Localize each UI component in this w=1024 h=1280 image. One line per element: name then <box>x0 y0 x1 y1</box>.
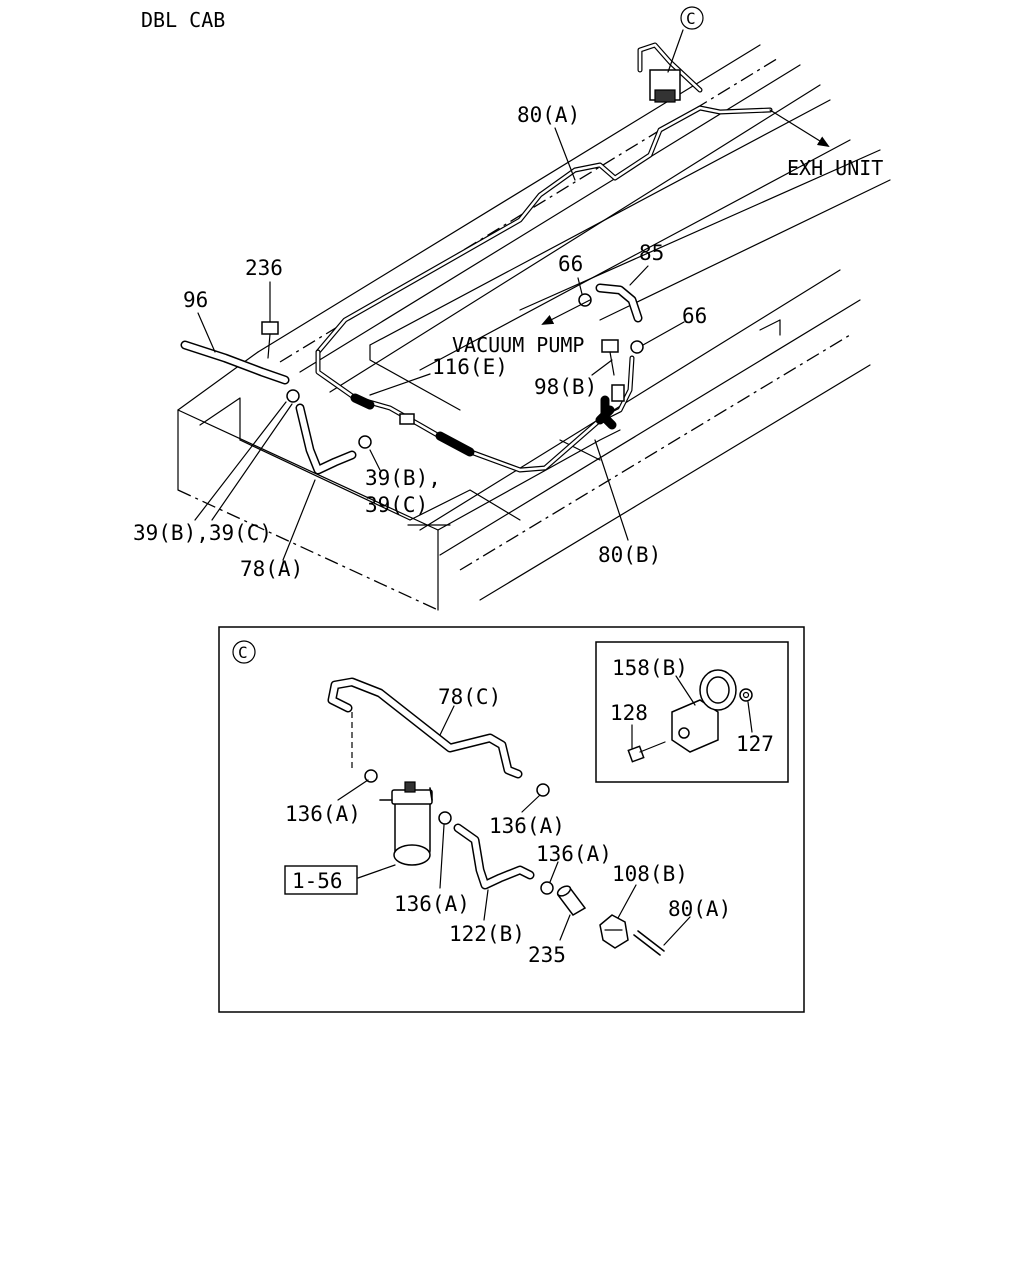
label-vacuum-pump: VACUUM PUMP <box>452 333 584 357</box>
label-80a-top: 80(A) <box>517 103 580 127</box>
label-39bc-mid-1: 39(B), <box>365 466 441 490</box>
sleeve-235 <box>556 885 587 916</box>
label-108b: 108(B) <box>612 862 688 886</box>
diagram-title: DBL CAB <box>141 8 225 32</box>
pipe-80a <box>315 105 773 355</box>
hose-96 <box>180 340 290 385</box>
clamp-136a-1 <box>364 769 378 783</box>
nut-127 <box>739 688 753 702</box>
circled-c-marker-detail: C <box>232 640 256 664</box>
exh-unit-arrow <box>769 109 830 148</box>
detail-c-letter: C <box>238 643 248 662</box>
clip-39bc-mid <box>358 435 372 449</box>
label-98b: 98(B) <box>534 375 597 399</box>
label-66-left: 66 <box>558 252 583 276</box>
clamp-66-right <box>630 340 644 354</box>
label-158b: 158(B) <box>612 656 688 680</box>
clamp-136a-2 <box>536 783 550 797</box>
label-136a-4: 136(A) <box>394 892 470 916</box>
label-127: 127 <box>736 732 774 756</box>
label-136a-3: 136(A) <box>536 842 612 866</box>
hose-122b <box>453 823 535 890</box>
inset-bracket-box <box>595 641 789 783</box>
bracket-158b <box>671 669 737 753</box>
clip-108b <box>599 914 629 949</box>
label-85: 85 <box>639 241 664 265</box>
label-80b: 80(B) <box>598 543 661 567</box>
clamp-66-left <box>578 293 592 307</box>
bolt-128 <box>627 741 666 763</box>
label-96: 96 <box>183 288 208 312</box>
clamp-136a-4 <box>540 881 554 895</box>
label-78c: 78(C) <box>438 685 501 709</box>
leader-lines-top <box>194 29 685 561</box>
leader-lines-detail <box>337 705 691 946</box>
connector-98b <box>600 384 625 430</box>
label-235: 235 <box>528 943 566 967</box>
label-128: 128 <box>610 701 648 725</box>
label-exh-unit: EXH UNIT <box>787 156 883 180</box>
leader-127 <box>747 701 753 733</box>
box-1-56 <box>284 865 358 895</box>
vacuum-pump-arrow <box>541 299 591 325</box>
clamp-136a-3 <box>438 811 452 825</box>
hose-78a <box>295 403 357 475</box>
canister-1-56 <box>379 781 433 866</box>
label-116e: 116(E) <box>432 355 508 379</box>
bolt-236 <box>261 321 279 359</box>
label-39bc-mid-2: 39(C) <box>365 493 428 517</box>
chassis-frame <box>177 44 891 611</box>
label-66-right: 66 <box>682 304 707 328</box>
label-78a: 78(A) <box>240 557 303 581</box>
vacuum-switching-valve <box>637 42 703 103</box>
hose-78c <box>327 677 523 779</box>
detail-c-box <box>218 626 805 1013</box>
clip-39bc-left <box>286 389 300 403</box>
label-136a-1: 136(A) <box>285 802 361 826</box>
c-marker-letter: C <box>686 9 696 28</box>
bolt-98b <box>601 339 619 376</box>
label-1-56: 1-56 <box>292 869 343 893</box>
circled-c-marker-top: C <box>680 6 704 30</box>
label-236: 236 <box>245 256 283 280</box>
label-39bc-left: 39(B),39(C) <box>133 521 272 545</box>
label-122b: 122(B) <box>449 922 525 946</box>
leader-158b <box>675 675 696 706</box>
clip-116e <box>399 413 415 425</box>
hose-85 <box>595 283 643 323</box>
label-80a-detail: 80(A) <box>668 897 731 921</box>
pipe-80a-end <box>633 930 665 956</box>
label-136a-2: 136(A) <box>489 814 565 838</box>
